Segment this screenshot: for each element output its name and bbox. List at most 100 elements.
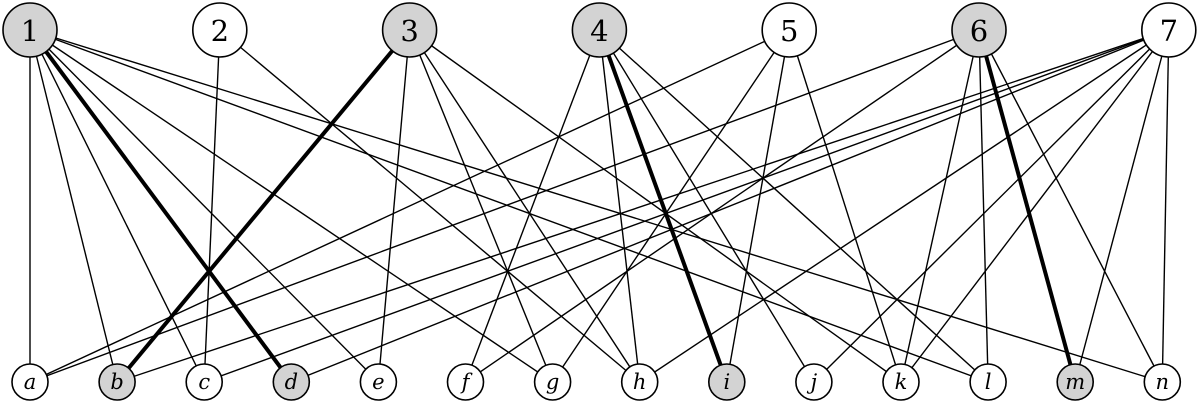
top-node-6: 6 [951, 2, 1007, 58]
edge-7-m [1074, 29, 1170, 383]
node-circle [620, 363, 659, 401]
node-circle [359, 363, 398, 401]
node-circle [571, 2, 628, 58]
node-label: c [198, 370, 210, 394]
node-label: n [1156, 370, 1170, 394]
edge-2-c [203, 29, 221, 383]
node-circle [761, 2, 818, 58]
node-label: 5 [780, 14, 798, 48]
node-label: i [723, 370, 730, 394]
edge-3-e [377, 29, 411, 383]
edge-6-a [29, 29, 980, 383]
edge-2-h [219, 29, 641, 383]
node-circle [1141, 2, 1197, 58]
edge-6-f [465, 29, 980, 383]
node-circle [2, 2, 58, 58]
node-circle [533, 363, 572, 401]
node-label: b [110, 370, 123, 394]
node-label: g [546, 370, 559, 394]
edge-4-i [597, 29, 729, 383]
edge-1-b [29, 29, 118, 383]
node-label: l [985, 370, 992, 394]
edge-1-d [28, 28, 293, 384]
edge-5-g [552, 29, 790, 383]
edge-7-c [203, 29, 1170, 383]
node-circle [707, 363, 746, 401]
bottom-node-j: j [795, 363, 833, 401]
node-label: d [285, 370, 298, 394]
edge-1-e [29, 29, 379, 383]
bottom-node-b: b [98, 363, 136, 401]
edge-4-l [598, 29, 989, 383]
node-circle [11, 363, 49, 401]
edge-7-h [639, 29, 1170, 383]
bottom-node-m: m [1056, 363, 1094, 401]
node-circle [381, 2, 438, 58]
node-circle [882, 363, 920, 401]
bottom-node-c: c [185, 363, 223, 401]
node-label: 1 [21, 14, 39, 48]
top-node-7: 7 [1141, 2, 1197, 58]
edge-6-n [978, 29, 1163, 383]
bottom-node-f: f [446, 363, 485, 401]
node-label: 4 [590, 14, 608, 48]
edge-3-h [409, 29, 641, 383]
node-circle [951, 2, 1007, 58]
node-circle [192, 2, 248, 58]
bottom-node-g: g [533, 363, 572, 401]
bottom-node-a: a [11, 363, 49, 401]
node-circle [98, 363, 136, 401]
node-label: k [895, 370, 908, 394]
edge-7-k [900, 29, 1170, 383]
edge-1-n [29, 29, 1163, 383]
edges-layer [28, 28, 1170, 384]
top-node-4: 4 [571, 2, 628, 58]
top-node-5: 5 [761, 2, 818, 58]
edge-1-l [29, 29, 989, 383]
edge-4-f [464, 29, 601, 383]
node-label: a [24, 370, 37, 394]
edge-5-k [788, 29, 902, 383]
bottom-node-d: d [272, 363, 311, 401]
node-label: 3 [400, 14, 418, 48]
node-circle [969, 363, 1007, 401]
node-circle [446, 363, 485, 401]
node-label: 6 [970, 14, 988, 48]
edge-4-j [598, 29, 815, 383]
node-circle [1143, 363, 1182, 401]
edge-7-b [116, 29, 1170, 383]
edge-6-k [900, 29, 980, 383]
edge-5-i [726, 29, 790, 383]
node-circle [795, 363, 833, 401]
edge-7-j [813, 29, 1170, 383]
node-label: h [633, 370, 647, 394]
bottom-node-e: e [359, 363, 398, 401]
node-circle [1056, 363, 1094, 401]
node-circle [185, 363, 223, 401]
node-circle [272, 363, 311, 401]
edge-3-g [408, 29, 554, 383]
top-node-2: 2 [192, 2, 248, 58]
bottom-node-n: n [1143, 363, 1182, 401]
edge-3-b [115, 28, 412, 384]
edge-6-l [978, 29, 989, 383]
edge-4-h [598, 29, 641, 383]
edge-1-g [29, 29, 553, 383]
bottom-node-i: i [707, 363, 746, 401]
top-node-1: 1 [2, 2, 58, 58]
edge-1-c [29, 29, 205, 383]
node-label: 2 [211, 14, 229, 48]
node-label: e [372, 370, 384, 394]
node-label: m [1065, 370, 1085, 394]
bottom-node-k: k [882, 363, 920, 401]
node-label: j [807, 370, 818, 394]
top-node-3: 3 [381, 2, 438, 58]
node-label: 7 [1160, 14, 1178, 48]
bottom-node-l: l [969, 363, 1007, 401]
edge-7-n [1161, 29, 1170, 383]
edge-3-k [409, 29, 902, 383]
edge-7-d [291, 29, 1170, 383]
edge-5-a [29, 29, 790, 383]
